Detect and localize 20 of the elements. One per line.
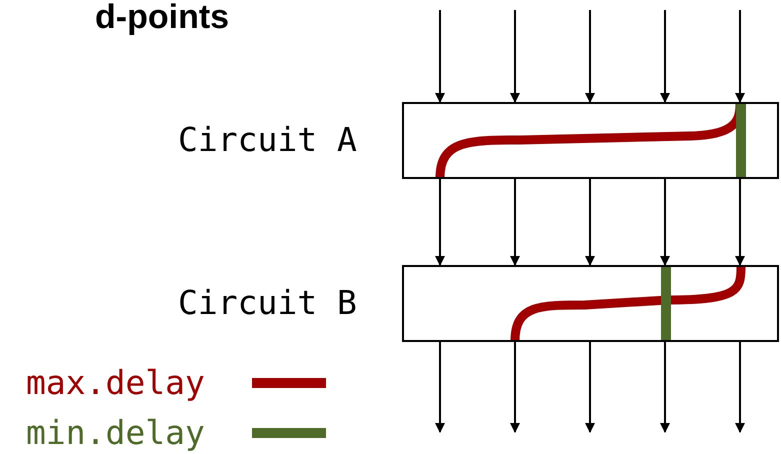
arrow bbox=[435, 342, 445, 433]
arrow bbox=[660, 179, 670, 266]
legend-label: min.delay bbox=[26, 413, 205, 453]
arrow bbox=[585, 342, 595, 433]
circuit-label: Circuit A bbox=[178, 120, 357, 160]
arrow bbox=[660, 10, 670, 103]
arrow bbox=[585, 179, 595, 266]
arrow bbox=[510, 179, 520, 266]
arrow bbox=[435, 179, 445, 266]
arrow bbox=[435, 10, 445, 103]
slide-title: d-points bbox=[95, 0, 230, 37]
arrow bbox=[735, 179, 745, 266]
arrow bbox=[510, 10, 520, 103]
arrow bbox=[735, 10, 745, 103]
arrow bbox=[510, 342, 520, 433]
circuit-label: Circuit B bbox=[178, 283, 357, 323]
arrow bbox=[585, 10, 595, 103]
arrow bbox=[735, 342, 745, 433]
legend-label: max.delay bbox=[26, 363, 205, 403]
arrow bbox=[660, 342, 670, 433]
